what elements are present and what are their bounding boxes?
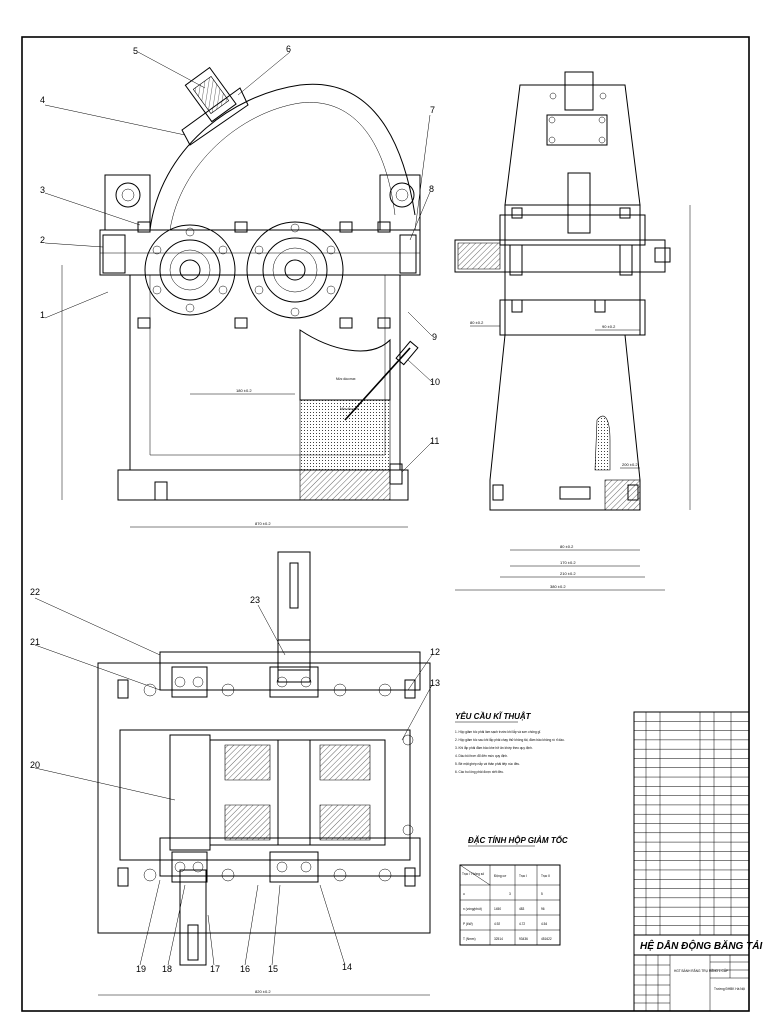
table-header: Trục / Thông số (462, 872, 484, 876)
part-number: 3 (40, 185, 45, 195)
part-number: 17 (210, 964, 220, 974)
dimension-side-small: 200 ±0.2 (622, 462, 638, 467)
requirement-line: 6. Các bu lông phải được xiết đều. (455, 770, 504, 774)
gearbox-characteristics: ĐẶC TÍNH HỘP GIẢM TỐC Trục / Thông số Độ… (459, 836, 568, 946)
part-number: 16 (240, 964, 250, 974)
requirement-line: 5. Bề mặt ghép nắp và thân phải tiếp xúc… (455, 761, 520, 766)
output-shaft (179, 869, 207, 966)
bearing-cap-left (144, 224, 236, 316)
table-header: Trục II (541, 874, 550, 878)
table-cell: 4.92 (494, 922, 500, 926)
table-header: Trục I (519, 874, 527, 878)
large-gear (169, 734, 211, 851)
table-cell: 5 (541, 892, 543, 896)
requirement-line: 2. Hộp giảm tốc sau khi lắp phải chạy th… (455, 737, 565, 742)
technical-requirements: YÊU CẦU KĨ THUẬT 1. Hộp giảm tốc phải là… (455, 711, 565, 774)
dimension-side-c: 170 ±0.2 (560, 560, 576, 565)
input-shaft (277, 551, 311, 683)
sheet-frame (21, 36, 750, 1012)
part-number: 19 (136, 964, 146, 974)
output-shaft-side (454, 239, 666, 273)
plan-view: 820 ±0.2 (34, 551, 433, 996)
table-cell: T (Nmm) (463, 937, 476, 941)
part-number: 14 (342, 962, 352, 972)
part-number: 10 (430, 377, 440, 387)
front-view: Mức dầu max Mức dầu min 180 ±0.2 870 ±0.… (44, 51, 433, 528)
part-number: 12 (430, 647, 440, 657)
dimension-side-width: 90 ±0.2 (602, 324, 616, 329)
side-view: 80 ±0.2 170 ±0.2 210 ±0.2 380 ±0.2 80 ±0… (454, 71, 691, 591)
part-number: 20 (30, 760, 40, 770)
requirement-line: 1. Hộp giảm tốc phải làm sạch trước khi … (455, 729, 541, 734)
table-cell: 483 (519, 907, 525, 911)
dimension-plan-overall: 820 ±0.2 (255, 989, 271, 994)
parts-list (633, 711, 750, 936)
table-cell: 4.54 (541, 922, 547, 926)
inspection-cover (181, 66, 249, 146)
oil-sump (299, 399, 391, 471)
drawing-subtitle: HGT BÁNH RĂNG TRỤ RĂNG 1 CẤP (674, 969, 728, 973)
gearbox-table-title: ĐẶC TÍNH HỘP GIẢM TỐC (468, 836, 568, 845)
part-number: 5 (133, 46, 138, 56)
part-number: 13 (430, 678, 440, 688)
requirement-line: 4. Dầu bôi trơn đổ đến mức quy định. (455, 754, 508, 758)
part-number: 4 (40, 95, 45, 105)
part-number: 7 (430, 105, 435, 115)
drawing-title: HỆ DẪN ĐỘNG BĂNG TẢI (640, 939, 762, 952)
dimension-side-d: 210 ±0.2 (560, 571, 576, 576)
base-plate (117, 469, 409, 501)
school-name: Trường ĐHBK Hà Nội (714, 987, 745, 991)
part-number: 15 (268, 964, 278, 974)
part-number: 22 (30, 587, 40, 597)
table-cell: 93436 (519, 937, 528, 941)
bearing-cap-right (246, 221, 344, 319)
part-number: 18 (162, 964, 172, 974)
part-number: 8 (429, 184, 434, 194)
oil-level-max-label: Mức dầu max (336, 377, 356, 381)
oil-level-min-label: Mức dầu min (340, 407, 359, 411)
dimension-top-center: 180 ±0.2 (236, 388, 252, 393)
breather-cap (564, 71, 594, 111)
table-cell: 4.72 (519, 922, 525, 926)
table-cell: 96 (541, 907, 545, 911)
part-number: 2 (40, 235, 45, 245)
bearings (171, 666, 319, 883)
dimension-side-a: 80 ±0.2 (560, 544, 574, 549)
plan-housing (97, 662, 431, 934)
part-number: 21 (30, 637, 40, 647)
table-cell: 32514 (494, 937, 503, 941)
split-flange (99, 229, 421, 276)
table-cell: P (kW) (463, 922, 473, 926)
drain-plug (389, 463, 403, 485)
table-cell: 1450 (494, 907, 501, 911)
dimension-side-b: 80 ±0.2 (470, 320, 484, 325)
table-header: Động cơ (494, 874, 506, 878)
flange-bolts (102, 221, 417, 329)
dimension-side-overall: 380 ±0.2 (550, 584, 566, 589)
part-number: 11 (430, 436, 439, 446)
table-cell: u (463, 892, 465, 896)
table-cell: 451622 (541, 937, 552, 941)
requirement-line: 3. Khi lắp phải đảm bảo khe hở ăn khớp t… (455, 745, 533, 750)
part-number: 6 (286, 44, 291, 54)
table-cell: 3 (509, 892, 511, 896)
part-number: 23 (250, 595, 260, 605)
table-cell: n (vòng/phút) (463, 907, 482, 911)
part-number: 1 (40, 310, 45, 320)
title-block: HỆ DẪN ĐỘNG BĂNG TẢI HGT BÁNH RĂNG TRỤ R… (633, 934, 762, 1012)
dipstick (344, 347, 411, 421)
part-number: 9 (432, 332, 437, 342)
dimension-top-overall: 870 ±0.2 (255, 521, 271, 526)
part-number-labels: 1 2 3 4 5 6 7 8 9 10 11 12 13 14 15 16 1… (30, 44, 440, 974)
requirements-title: YÊU CẦU KĨ THUẬT (455, 711, 532, 721)
